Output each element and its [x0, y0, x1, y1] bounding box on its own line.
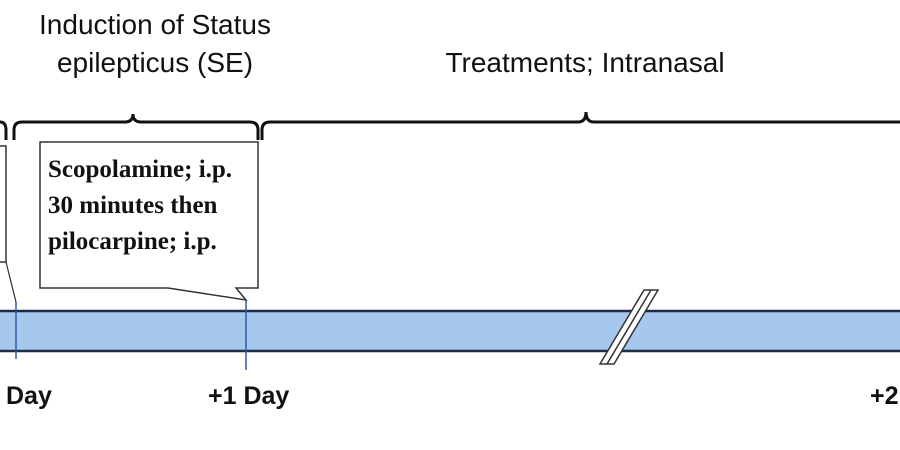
induction-title-line2: epilepticus (SE) — [56, 47, 254, 78]
callout-text: Scopolamine; i.p. 30 minutes then piloca… — [48, 152, 253, 260]
day-label-plus-2: +2 — [870, 382, 899, 410]
timeline-bar — [0, 309, 900, 353]
treatments-brace — [260, 111, 900, 140]
induction-title-line1: Induction of Status — [39, 9, 271, 40]
left-callout-pointer — [5, 261, 17, 303]
callout-line-1: Scopolamine; i.p. — [48, 156, 233, 183]
induction-phase-title: Induction of Status epilepticus (SE) — [20, 6, 290, 82]
day-label-day: Day — [6, 382, 52, 410]
callout-line-2: 30 minutes then — [48, 192, 218, 219]
left-brace-fragment — [0, 120, 8, 140]
callout-line-3: pilocarpine; i.p. — [48, 228, 217, 255]
callout-box — [39, 141, 259, 302]
day-label-plus-1-day: +1 Day — [208, 382, 290, 410]
induction-brace — [12, 113, 260, 140]
left-callout-fragment — [0, 145, 7, 263]
time-break-divider — [606, 289, 652, 365]
treatments-phase-title: Treatments; Intranasal — [445, 47, 725, 78]
